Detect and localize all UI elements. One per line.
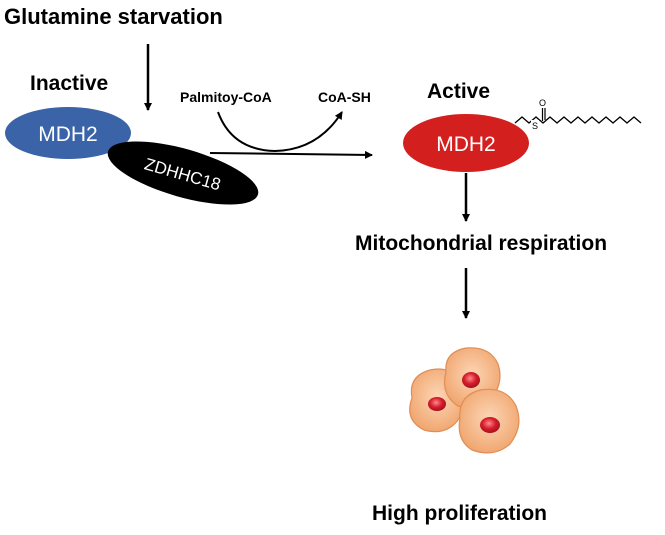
outcome-label: High proliferation xyxy=(372,502,547,525)
thioester-sulfur: S xyxy=(532,121,538,131)
palmitoyl-chain-icon: O S xyxy=(514,98,642,131)
active-mdh2: MDH2 xyxy=(403,114,529,172)
thioester-oxygen: O xyxy=(539,98,546,108)
respiration-label: Mitochondrial respiration xyxy=(355,232,607,255)
trigger-label: Glutamine starvation xyxy=(4,4,223,29)
cofactor-out-label: CoA-SH xyxy=(318,89,371,105)
cell-cluster-icon xyxy=(409,347,520,454)
active-mdh2-label: MDH2 xyxy=(436,133,496,156)
inactive-mdh2: MDH2 xyxy=(5,107,131,159)
active-label: Active xyxy=(427,80,490,103)
cell xyxy=(458,388,520,454)
cofactor-curve-arrow xyxy=(217,111,343,153)
cofactor-in-label: Palmitoy-CoA xyxy=(180,89,272,105)
inactive-label: Inactive xyxy=(30,72,108,95)
inactive-mdh2-label: MDH2 xyxy=(38,123,98,146)
reaction-arrow xyxy=(209,150,373,159)
zdhhc18-enzyme: ZDHHC18 xyxy=(107,141,259,205)
